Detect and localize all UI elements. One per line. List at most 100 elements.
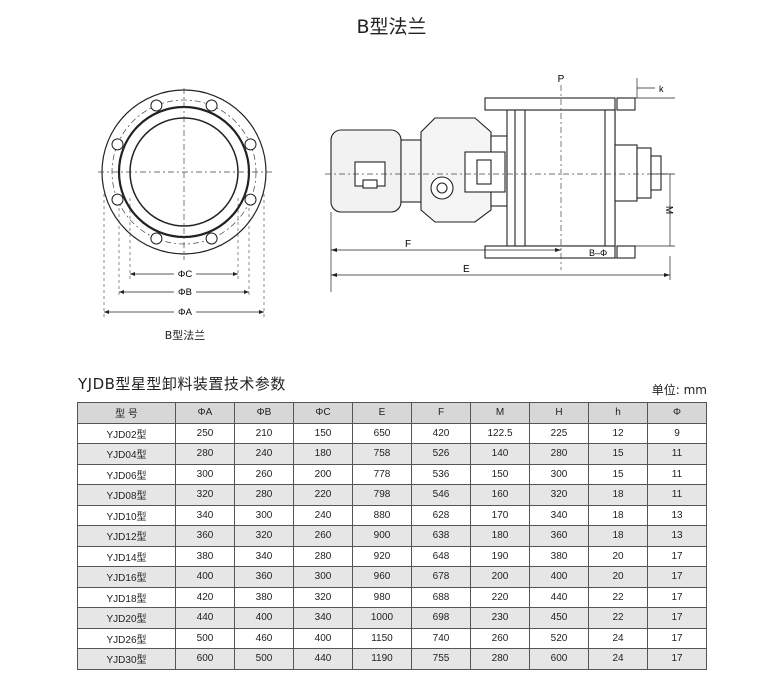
value-cell: 340 <box>293 607 353 629</box>
value-cell: 400 <box>293 627 353 649</box>
column-header: h <box>588 402 648 424</box>
value-cell: 340 <box>175 504 235 526</box>
flange-caption: B型法兰 <box>164 329 206 342</box>
bolt-hole <box>111 193 124 206</box>
value-cell: 230 <box>470 607 530 629</box>
column-header: H <box>529 402 589 424</box>
value-cell: 960 <box>352 566 412 588</box>
value-cell: 18 <box>588 484 648 506</box>
value-cell: 740 <box>411 627 471 649</box>
value-cell: 280 <box>529 443 589 465</box>
value-cell: 190 <box>470 545 530 567</box>
value-cell: 400 <box>234 607 294 629</box>
value-cell: 536 <box>411 463 471 485</box>
value-cell: 400 <box>175 566 235 588</box>
table-title: YJDB型星型卸料装置技术参数 <box>78 375 286 393</box>
bolt-hole <box>150 232 163 245</box>
value-cell: 240 <box>293 504 353 526</box>
value-cell: 280 <box>470 648 530 670</box>
value-cell: 440 <box>529 586 589 608</box>
value-cell: 17 <box>647 607 707 629</box>
value-cell: 17 <box>647 648 707 670</box>
unit-label: 单位: mm <box>651 383 707 397</box>
value-cell: 160 <box>470 484 530 506</box>
value-cell: 15 <box>588 463 648 485</box>
machine-side-view: P k H M F E B–Φ <box>325 74 675 292</box>
value-cell: 180 <box>470 525 530 547</box>
value-cell: 22 <box>588 586 648 608</box>
dim-phi-c: ΦC <box>178 269 193 280</box>
value-cell: 22 <box>588 607 648 629</box>
value-cell: 460 <box>234 627 294 649</box>
model-cell: YJD18型 <box>77 586 176 608</box>
value-cell: 638 <box>411 525 471 547</box>
value-cell: 320 <box>234 525 294 547</box>
value-cell: 18 <box>588 504 648 526</box>
value-cell: 320 <box>529 484 589 506</box>
dim-p: P <box>558 74 565 85</box>
bolt-hole <box>244 193 257 206</box>
dim-b-phi: B–Φ <box>589 248 607 258</box>
value-cell: 340 <box>234 545 294 567</box>
value-cell: 17 <box>647 627 707 649</box>
model-cell: YJD30型 <box>77 648 176 670</box>
value-cell: 210 <box>234 422 294 444</box>
column-header: Φ <box>647 402 707 424</box>
value-cell: 24 <box>588 648 648 670</box>
value-cell: 260 <box>234 463 294 485</box>
column-header: E <box>352 402 412 424</box>
value-cell: 1000 <box>352 607 412 629</box>
dim-m: M <box>663 206 674 214</box>
value-cell: 122.5 <box>470 422 530 444</box>
value-cell: 600 <box>175 648 235 670</box>
value-cell: 360 <box>529 525 589 547</box>
model-cell: YJD10型 <box>77 504 176 526</box>
value-cell: 798 <box>352 484 412 506</box>
flange-drawing: ΦC ΦB ΦA <box>98 88 274 318</box>
value-cell: 688 <box>411 586 471 608</box>
value-cell: 758 <box>352 443 412 465</box>
page-title: B型法兰 <box>356 16 427 38</box>
dim-f: F <box>405 239 411 250</box>
value-cell: 420 <box>175 586 235 608</box>
value-cell: 260 <box>293 525 353 547</box>
value-cell: 778 <box>352 463 412 485</box>
model-cell: YJD04型 <box>77 443 176 465</box>
model-cell: YJD20型 <box>77 607 176 629</box>
model-cell: YJD26型 <box>77 627 176 649</box>
value-cell: 280 <box>234 484 294 506</box>
value-cell: 280 <box>293 545 353 567</box>
value-cell: 13 <box>647 504 707 526</box>
value-cell: 648 <box>411 545 471 567</box>
value-cell: 240 <box>234 443 294 465</box>
value-cell: 520 <box>529 627 589 649</box>
value-cell: 900 <box>352 525 412 547</box>
value-cell: 15 <box>588 443 648 465</box>
value-cell: 300 <box>529 463 589 485</box>
model-cell: YJD12型 <box>77 525 176 547</box>
value-cell: 150 <box>293 422 353 444</box>
dim-phi-b: ΦB <box>178 287 192 298</box>
value-cell: 526 <box>411 443 471 465</box>
value-cell: 546 <box>411 484 471 506</box>
bolt-hole <box>150 99 163 112</box>
value-cell: 650 <box>352 422 412 444</box>
value-cell: 320 <box>175 484 235 506</box>
value-cell: 280 <box>175 443 235 465</box>
value-cell: 1190 <box>352 648 412 670</box>
value-cell: 440 <box>293 648 353 670</box>
column-header: F <box>411 402 471 424</box>
value-cell: 225 <box>529 422 589 444</box>
value-cell: 1150 <box>352 627 412 649</box>
column-header: ΦB <box>234 402 294 424</box>
value-cell: 440 <box>175 607 235 629</box>
dim-phi-a: ΦA <box>178 307 193 318</box>
